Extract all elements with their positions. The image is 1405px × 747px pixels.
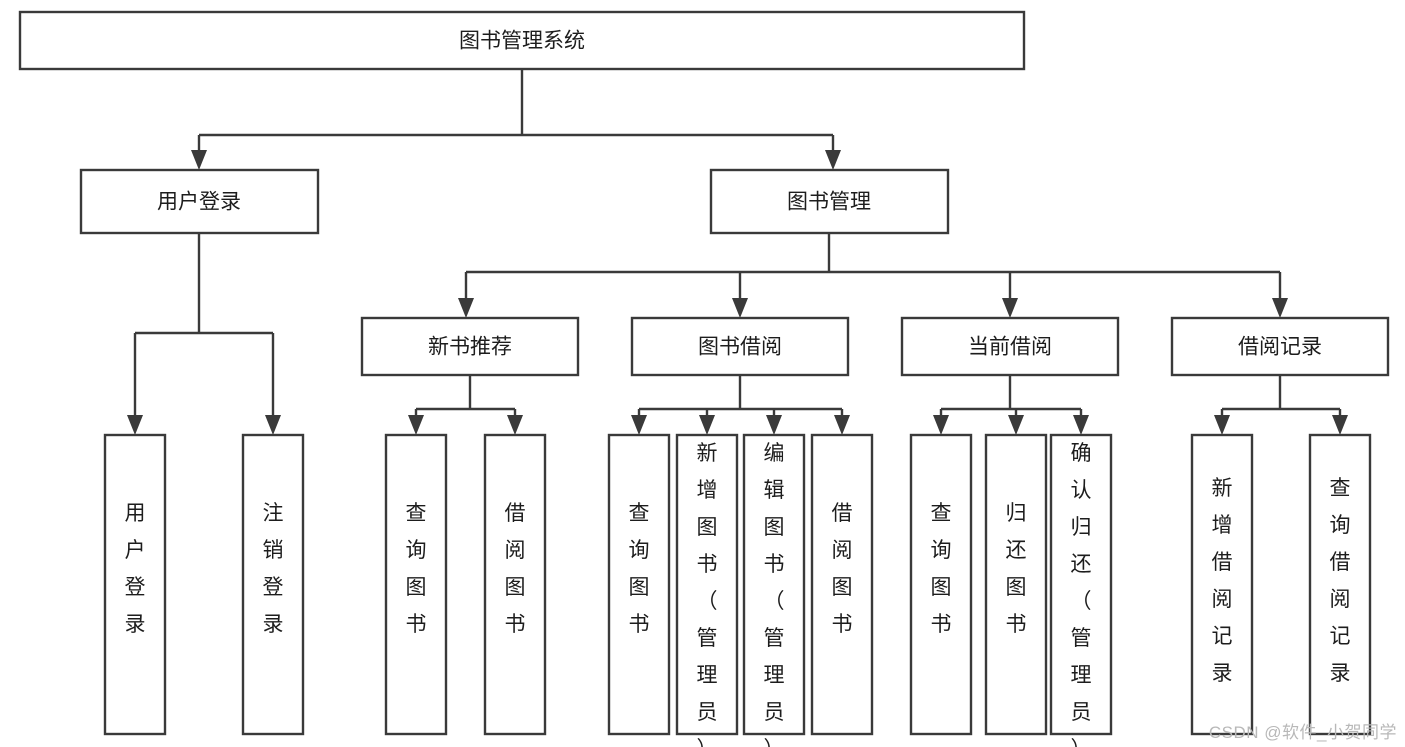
node-borrow-record[interactable]: 借阅记录 — [1170, 316, 1390, 377]
node-leaf-query-book-cur-label: 查询图书 — [931, 502, 952, 636]
node-leaf-return-book[interactable]: 归还图书 — [984, 433, 1048, 736]
node-leaf-query-book-borrow-label: 查询图书 — [629, 502, 650, 636]
node-leaf-logout-login-box[interactable] — [241, 433, 305, 736]
node-current-borrow-box[interactable] — [900, 316, 1120, 377]
node-leaf-borrow-book-box[interactable] — [810, 433, 874, 736]
node-book-manage-label: 图书管理 — [787, 191, 871, 214]
node-new-book-recommend-label: 新书推荐 — [428, 336, 512, 359]
node-leaf-query-book-borrow-box[interactable] — [607, 433, 671, 736]
arrowhead-leaf-query-book-borrow — [631, 415, 647, 435]
arrowhead-leaf-return-book — [1008, 415, 1024, 435]
node-leaf-user-login-label: 用户登录 — [125, 502, 146, 636]
node-user-login-label: 用户登录 — [157, 191, 241, 214]
node-current-borrow[interactable]: 当前借阅 — [900, 316, 1120, 377]
node-leaf-query-borrow-record-box[interactable] — [1308, 433, 1372, 736]
node-book-borrow[interactable]: 图书借阅 — [630, 316, 850, 377]
arrowhead-leaf-query-book-rec — [408, 415, 424, 435]
arrowhead-book-manage — [825, 150, 841, 170]
node-book-borrow-box[interactable] — [630, 316, 850, 377]
edge-book-borrow-trunk — [637, 375, 844, 420]
node-leaf-edit-book-label: 编辑图书（管理员） — [764, 442, 785, 747]
node-leaf-borrow-book-rec-box[interactable] — [483, 433, 547, 736]
node-leaf-logout-login-label: 注销登录 — [263, 502, 284, 636]
edge-book-manage-trunk — [464, 233, 1282, 303]
arrowhead-leaf-edit-book — [766, 415, 782, 435]
node-book-manage-box[interactable] — [709, 168, 950, 235]
node-leaf-borrow-book[interactable]: 借阅图书 — [810, 433, 874, 736]
node-user-login[interactable]: 用户登录 — [79, 168, 320, 235]
edge-borrow-record-trunk — [1220, 375, 1342, 420]
arrowhead-leaf-query-book-cur — [933, 415, 949, 435]
edge-layer — [127, 69, 1348, 435]
node-book-borrow-label: 图书借阅 — [698, 336, 782, 359]
node-leaf-query-borrow-record-label: 查询借阅记录 — [1330, 477, 1351, 685]
node-new-book-recommend-box[interactable] — [360, 316, 580, 377]
node-leaf-query-book-rec-box[interactable] — [384, 433, 448, 736]
watermark-text: CSDN @软件_小贺同学 — [1208, 723, 1397, 742]
node-leaf-query-book-cur[interactable]: 查询图书 — [909, 433, 973, 736]
node-user-login-box[interactable] — [79, 168, 320, 235]
node-root-label: 图书管理系统 — [459, 30, 585, 53]
node-leaf-confirm-return[interactable]: 确认归还（管理员） — [1049, 433, 1113, 747]
node-leaf-add-borrow-record[interactable]: 新增借阅记录 — [1190, 433, 1254, 736]
node-book-manage[interactable]: 图书管理 — [709, 168, 950, 235]
node-leaf-add-book-label: 新增图书（管理员） — [697, 442, 718, 747]
node-leaf-borrow-book-rec-label: 借阅图书 — [505, 502, 526, 636]
arrowhead-leaf-query-borrow-record — [1332, 415, 1348, 435]
arrowhead-user-login — [191, 150, 207, 170]
arrowhead-leaf-borrow-book-rec — [507, 415, 523, 435]
arrowhead-leaf-confirm-return — [1073, 415, 1089, 435]
node-root-box[interactable] — [18, 10, 1026, 71]
arrowhead-leaf-user-login — [127, 415, 143, 435]
node-borrow-record-label: 借阅记录 — [1238, 336, 1322, 359]
arrowhead-leaf-borrow-book — [834, 415, 850, 435]
arrowhead-new-book-recommend — [458, 298, 474, 318]
node-leaf-return-book-box[interactable] — [984, 433, 1048, 736]
node-leaf-edit-book-box[interactable] — [742, 433, 806, 736]
edge-current-borrow-trunk — [939, 375, 1083, 420]
node-borrow-record-box[interactable] — [1170, 316, 1390, 377]
node-leaf-add-borrow-record-box[interactable] — [1190, 433, 1254, 736]
arrowhead-leaf-logout-login — [265, 415, 281, 435]
node-leaf-user-login-box[interactable] — [103, 433, 167, 736]
node-leaf-query-book-rec[interactable]: 查询图书 — [384, 433, 448, 736]
node-leaf-query-borrow-record[interactable]: 查询借阅记录 — [1308, 433, 1372, 736]
node-root[interactable]: 图书管理系统 — [18, 10, 1026, 71]
node-leaf-confirm-return-label: 确认归还（管理员） — [1071, 442, 1092, 747]
edge-new-book-recommend-trunk — [414, 375, 517, 420]
node-leaf-user-login[interactable]: 用户登录 — [103, 433, 167, 736]
node-leaf-query-book-rec-label: 查询图书 — [406, 502, 427, 636]
node-current-borrow-label: 当前借阅 — [968, 336, 1052, 359]
node-leaf-query-book-cur-box[interactable] — [909, 433, 973, 736]
node-leaf-add-borrow-record-label: 新增借阅记录 — [1212, 477, 1233, 685]
node-leaf-add-book[interactable]: 新增图书（管理员） — [675, 433, 739, 747]
arrowhead-current-borrow — [1002, 298, 1018, 318]
edge-root-trunk — [197, 69, 835, 156]
node-leaf-logout-login[interactable]: 注销登录 — [241, 433, 305, 736]
arrowhead-borrow-record — [1272, 298, 1288, 318]
node-leaf-add-book-box[interactable] — [675, 433, 739, 736]
arrowhead-leaf-add-borrow-record — [1214, 415, 1230, 435]
arrowhead-leaf-add-book — [699, 415, 715, 435]
node-new-book-recommend[interactable]: 新书推荐 — [360, 316, 580, 377]
node-leaf-borrow-book-rec[interactable]: 借阅图书 — [483, 433, 547, 736]
node-leaf-borrow-book-label: 借阅图书 — [832, 502, 853, 636]
node-leaf-return-book-label: 归还图书 — [1006, 502, 1027, 636]
edge-user-login-trunk — [133, 233, 275, 420]
node-leaf-edit-book[interactable]: 编辑图书（管理员） — [742, 433, 806, 747]
node-leaf-confirm-return-box[interactable] — [1049, 433, 1113, 736]
node-leaf-query-book-borrow[interactable]: 查询图书 — [607, 433, 671, 736]
arrowhead-book-borrow — [732, 298, 748, 318]
